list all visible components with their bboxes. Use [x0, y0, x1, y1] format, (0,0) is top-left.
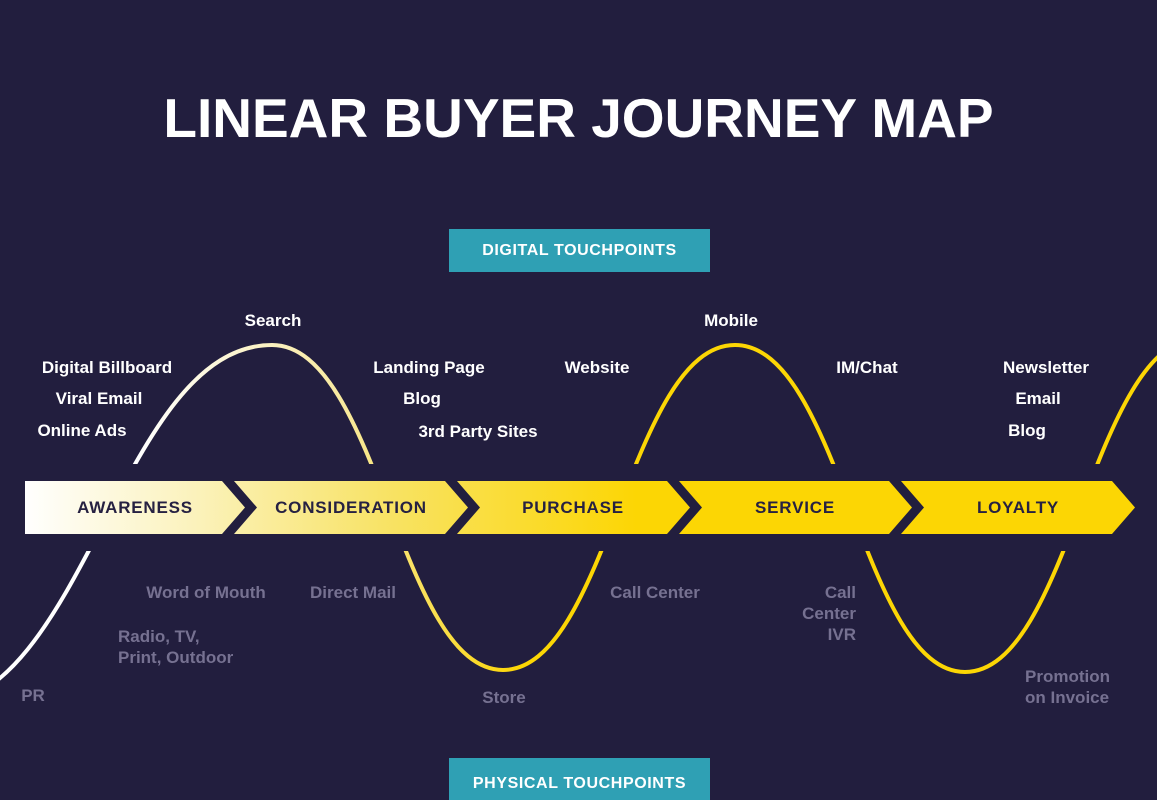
touchpoint-mobile: Mobile: [704, 311, 758, 330]
touchpoint-3rd-party-sites: 3rd Party Sites: [418, 422, 538, 441]
touchpoint-radio-tv-print-outdoor: Radio, TV, Print, Outdoor: [118, 627, 234, 667]
touchpoint-blog-consideration: Blog: [403, 389, 441, 408]
stage-label-service: SERVICE: [755, 497, 835, 517]
stage-label-consideration: CONSIDERATION: [275, 497, 427, 517]
page-title: LINEAR BUYER JOURNEY MAP: [163, 87, 994, 149]
touchpoint-digital-billboard: Digital Billboard: [41, 358, 173, 377]
physical-touchpoints-badge: PHYSICAL TOUCHPOINTS: [449, 758, 710, 800]
stage-arrow-consideration: [234, 481, 468, 534]
touchpoint-email: Email: [1015, 389, 1061, 408]
stage-label-purchase: PURCHASE: [522, 497, 624, 517]
digital-touchpoints-badge: DIGITAL TOUCHPOINTS: [449, 229, 710, 272]
touchpoint-direct-mail: Direct Mail: [310, 583, 396, 602]
touchpoint-newsletter: Newsletter: [1003, 358, 1089, 377]
touchpoint-pr: PR: [21, 686, 45, 705]
touchpoint-im-chat: IM/Chat: [836, 358, 898, 377]
touchpoint-website: Website: [564, 358, 630, 377]
stage-arrow-loyalty: [901, 481, 1135, 534]
stage-arrow-purchase: [457, 481, 690, 534]
wave-gap-mask-top: [0, 464, 1157, 481]
touchpoint-search: Search: [244, 311, 302, 330]
touchpoint-call-center: Call Center: [610, 583, 700, 602]
touchpoint-call-center-ivr: Call Center IVR: [802, 583, 856, 644]
touchpoint-online-ads: Online Ads: [37, 421, 127, 440]
stage-arrow-awareness: [25, 481, 245, 534]
touchpoint-viral-email: Viral Email: [55, 389, 143, 408]
touchpoint-word-of-mouth: Word of Mouth: [146, 583, 266, 602]
stage-arrow-service: [679, 481, 912, 534]
touchpoint-promotion-on-invoice: Promotion on Invoice: [1025, 667, 1110, 707]
wave-gap-mask-bottom: [0, 534, 1157, 551]
touchpoint-blog-loyalty: Blog: [1008, 421, 1046, 440]
stage-label-loyalty: LOYALTY: [976, 497, 1060, 517]
touchpoint-store: Store: [482, 688, 526, 707]
touchpoint-landing-page: Landing Page: [373, 358, 485, 377]
stage-label-awareness: AWARENESS: [77, 497, 193, 517]
